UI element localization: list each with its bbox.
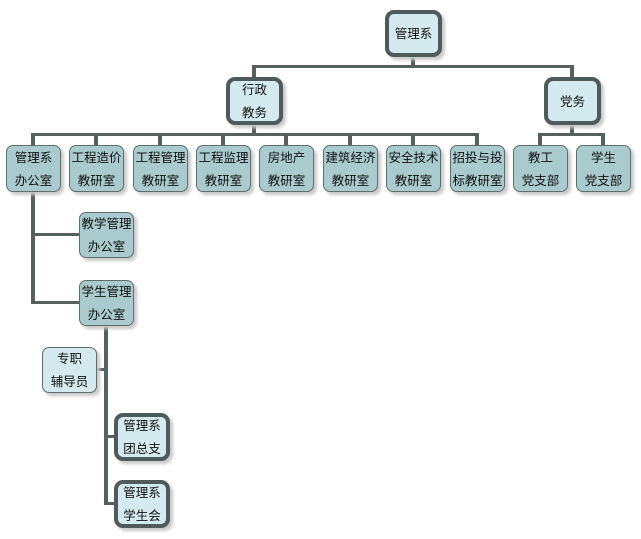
node-student-union[interactable]: 管理系 学生会 bbox=[114, 480, 170, 528]
node-construction-economics[interactable]: 建筑经济 教研室 bbox=[323, 145, 378, 192]
connector bbox=[411, 56, 415, 67]
node-label: 工程监理 bbox=[198, 149, 249, 165]
node-label: 办公室 bbox=[14, 172, 53, 188]
node-label: 学生会 bbox=[123, 508, 161, 523]
node-counselor[interactable]: 专职 辅导员 bbox=[42, 347, 97, 393]
node-label: 党支部 bbox=[521, 172, 560, 188]
connector bbox=[104, 502, 115, 505]
connector bbox=[158, 133, 162, 146]
node-label: 房地产 bbox=[267, 149, 306, 165]
node-label: 教研室 bbox=[204, 172, 243, 188]
node-label: 管理系 bbox=[394, 26, 433, 41]
node-label: 行政 bbox=[241, 82, 267, 97]
connector bbox=[538, 133, 605, 136]
node-management-dept[interactable]: 管理系 bbox=[385, 10, 442, 57]
connector bbox=[252, 65, 256, 79]
node-label: 工程造价 bbox=[71, 149, 122, 165]
node-engineering-management[interactable]: 工程管理 教研室 bbox=[133, 145, 188, 192]
node-label: 建筑经济 bbox=[325, 149, 376, 165]
node-staff-party-branch[interactable]: 教工 党支部 bbox=[513, 145, 568, 192]
node-label: 教研室 bbox=[394, 172, 433, 188]
node-label: 教研室 bbox=[331, 172, 370, 188]
node-label: 招投与投 bbox=[452, 149, 503, 165]
node-label: 标教研室 bbox=[452, 172, 503, 188]
connector bbox=[104, 435, 115, 438]
node-student-party-branch[interactable]: 学生 党支部 bbox=[576, 145, 631, 192]
connector bbox=[284, 133, 288, 146]
node-youth-league[interactable]: 管理系 团总支 bbox=[114, 413, 170, 461]
node-label: 教研室 bbox=[141, 172, 180, 188]
node-engineering-supervision[interactable]: 工程监理 教研室 bbox=[196, 145, 251, 192]
connector bbox=[31, 233, 80, 236]
node-admin-teaching[interactable]: 行政 教务 bbox=[226, 77, 283, 125]
node-label: 学生管理 bbox=[81, 284, 132, 299]
node-label: 教研室 bbox=[267, 172, 306, 188]
node-label: 安全技术 bbox=[388, 149, 439, 165]
node-bidding[interactable]: 招投与投 标教研室 bbox=[450, 145, 505, 192]
connector bbox=[221, 133, 225, 146]
node-label: 管理系 bbox=[123, 418, 161, 433]
connector bbox=[31, 133, 479, 136]
connector bbox=[31, 192, 35, 304]
node-label: 教研室 bbox=[77, 172, 116, 188]
node-label: 辅导员 bbox=[50, 374, 89, 389]
connector bbox=[538, 133, 542, 146]
node-label: 学生 bbox=[590, 149, 616, 165]
connector bbox=[94, 133, 98, 146]
node-label: 管理系 bbox=[14, 149, 53, 165]
node-teaching-management-office[interactable]: 教学管理 办公室 bbox=[79, 212, 134, 258]
node-label: 专职 bbox=[56, 351, 82, 366]
node-label: 教务 bbox=[241, 105, 267, 120]
connector bbox=[31, 133, 35, 146]
connector bbox=[411, 133, 415, 146]
node-label: 党支部 bbox=[584, 172, 623, 188]
node-dept-office[interactable]: 管理系 办公室 bbox=[6, 145, 61, 192]
node-party-affairs[interactable]: 党务 bbox=[544, 77, 601, 125]
node-label: 党务 bbox=[559, 93, 585, 109]
connector bbox=[252, 124, 256, 135]
node-label: 办公室 bbox=[87, 307, 126, 322]
node-real-estate[interactable]: 房地产 教研室 bbox=[259, 145, 314, 192]
node-cost-engineering[interactable]: 工程造价 教研室 bbox=[69, 145, 124, 192]
node-label: 团总支 bbox=[123, 441, 161, 456]
connector bbox=[96, 368, 106, 371]
node-label: 工程管理 bbox=[135, 149, 186, 165]
node-label: 教工 bbox=[527, 149, 553, 165]
node-label: 管理系 bbox=[123, 485, 161, 500]
connector bbox=[252, 65, 574, 68]
connector bbox=[570, 65, 574, 79]
connector bbox=[348, 133, 352, 146]
connector bbox=[104, 325, 108, 505]
connector bbox=[570, 124, 574, 135]
connector bbox=[475, 133, 479, 146]
connector bbox=[31, 301, 80, 304]
connector bbox=[601, 133, 605, 146]
node-label: 教学管理 bbox=[81, 216, 132, 231]
node-label: 办公室 bbox=[87, 239, 126, 254]
node-safety-technology[interactable]: 安全技术 教研室 bbox=[386, 145, 441, 192]
node-student-management-office[interactable]: 学生管理 办公室 bbox=[79, 280, 134, 326]
